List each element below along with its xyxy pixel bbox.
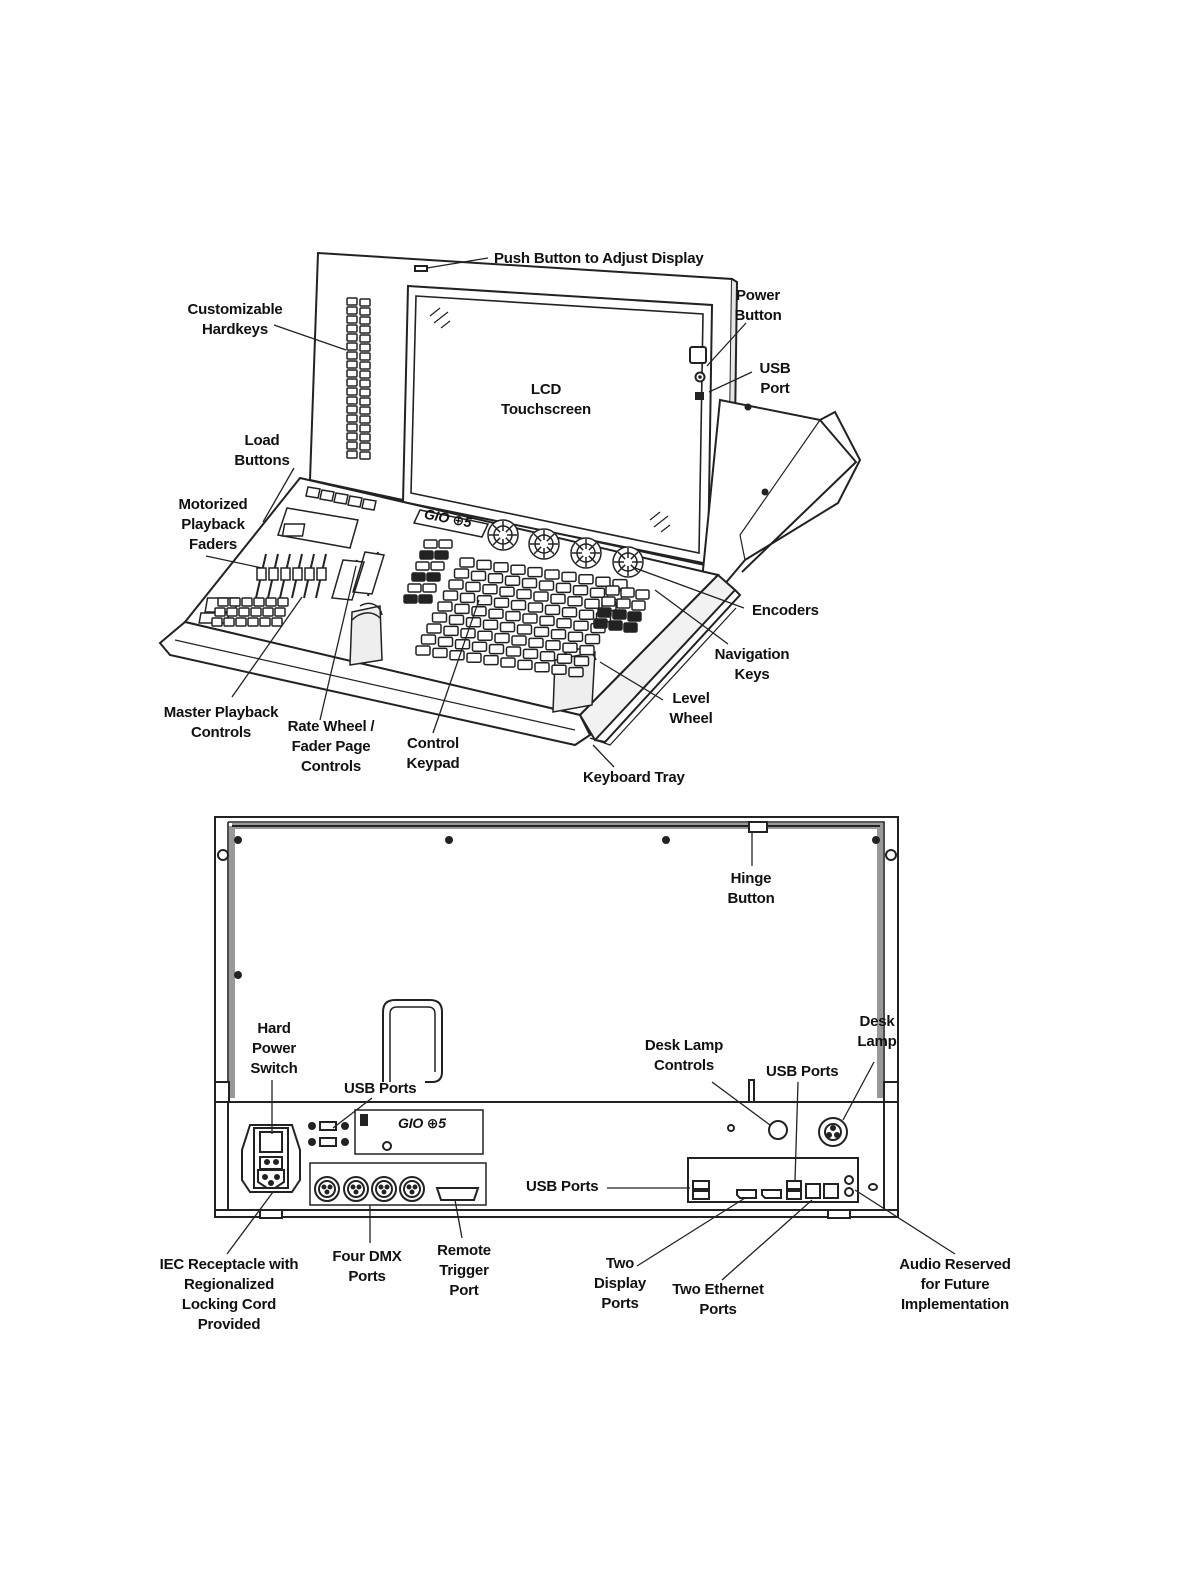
label-power-button: Power Button bbox=[734, 287, 782, 324]
label-usb-ports-left: USB Ports bbox=[344, 1080, 417, 1097]
label-motorized-faders: Motorized Playback Faders bbox=[178, 496, 248, 553]
small-display-icon bbox=[277, 507, 359, 549]
hardkey-grid bbox=[346, 297, 371, 460]
remote-trigger-port-icon bbox=[435, 1187, 480, 1201]
usb-ports-right-icon bbox=[786, 1180, 802, 1190]
label-audio-reserved: Audio Reserved for Future Implementation bbox=[899, 1256, 1011, 1313]
label-lcd-touchscreen: LCD Touchscreen bbox=[500, 381, 592, 418]
label-hinge-button: Hinge Button bbox=[727, 870, 775, 907]
label-usb-ports-lower: USB Ports bbox=[526, 1178, 599, 1195]
rear-console bbox=[214, 816, 899, 1219]
label-remote-trigger-port: Remote Trigger Port bbox=[437, 1242, 491, 1299]
label-master-playback: Master Playback Controls bbox=[163, 704, 279, 741]
label-iec-receptacle: IEC Receptacle with Regionalized Locking… bbox=[159, 1256, 299, 1333]
rear-logo-text: GIO ⊕5 bbox=[398, 1115, 446, 1131]
ethernet-port-icon-2 bbox=[823, 1183, 839, 1199]
label-level-wheel: Level Wheel bbox=[669, 690, 713, 727]
control-keypad-icon bbox=[415, 557, 628, 678]
display-port-icon-1 bbox=[736, 1189, 757, 1199]
power-button-housing-icon bbox=[689, 346, 707, 364]
label-two-display-ports: Two Display Ports bbox=[594, 1255, 646, 1312]
rear-leader-lines bbox=[226, 832, 956, 1281]
label-encoders: Encoders bbox=[752, 602, 819, 619]
load-buttons-icon bbox=[305, 486, 377, 511]
hinge-button-icon bbox=[748, 821, 768, 833]
hard-power-switch-icon bbox=[259, 1131, 283, 1153]
front-leader-lines bbox=[205, 257, 753, 768]
encoders-icon bbox=[487, 519, 644, 578]
fader-page-buttons-icon bbox=[403, 539, 453, 604]
label-load-buttons: Load Buttons bbox=[234, 432, 290, 469]
front-console bbox=[308, 251, 739, 574]
label-customizable-hardkeys: Customizable Hardkeys bbox=[187, 301, 283, 338]
handle-icon bbox=[382, 999, 443, 1083]
label-navigation-keys: Navigation Keys bbox=[714, 646, 790, 683]
usb-port-icon bbox=[695, 392, 704, 400]
label-desk-lamp: Desk Lamp bbox=[857, 1013, 897, 1050]
ethernet-port-icon-1 bbox=[805, 1183, 821, 1199]
deck-details bbox=[198, 486, 650, 713]
label-desk-lamp-controls: Desk Lamp Controls bbox=[644, 1037, 724, 1074]
display-port-icon-2 bbox=[761, 1189, 782, 1199]
label-hard-power-switch: Hard Power Switch bbox=[250, 1020, 298, 1077]
console-side-body bbox=[698, 398, 862, 602]
four-dmx-ports-icon bbox=[314, 1176, 425, 1202]
label-push-button: Push Button to Adjust Display bbox=[494, 250, 704, 267]
label-four-dmx-ports: Four DMX Ports bbox=[332, 1248, 402, 1285]
usb-ports-lower-icon bbox=[692, 1180, 710, 1190]
label-usb-ports-right: USB Ports bbox=[766, 1063, 839, 1080]
label-usb-port: USB Port bbox=[759, 360, 791, 397]
push-button-icon bbox=[414, 265, 428, 272]
rate-wheel-icon bbox=[349, 605, 383, 666]
label-keyboard-tray: Keyboard Tray bbox=[583, 769, 685, 786]
master-playback-buttons-icon bbox=[211, 597, 289, 627]
usb-ports-left-icon bbox=[319, 1121, 337, 1131]
label-rate-wheel: Rate Wheel / Fader Page Controls bbox=[287, 718, 375, 775]
audio-jack-icon bbox=[844, 1175, 854, 1185]
desk-lamp-control-knob-icon bbox=[768, 1120, 788, 1140]
label-two-ethernet-ports: Two Ethernet Ports bbox=[672, 1281, 764, 1318]
label-control-keypad: Control Keypad bbox=[406, 735, 460, 772]
navigation-keys-icon bbox=[593, 585, 650, 633]
